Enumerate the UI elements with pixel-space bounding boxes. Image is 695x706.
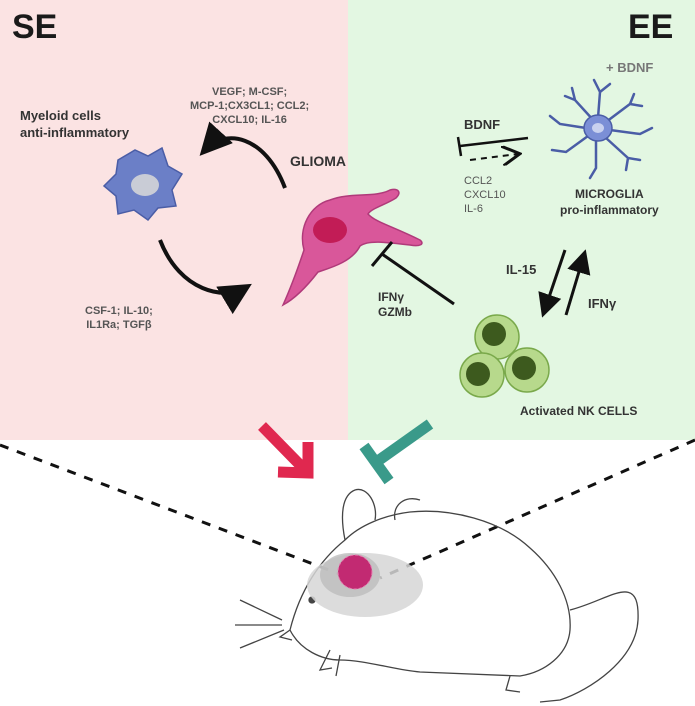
mouse-icon <box>235 488 639 703</box>
factor-line: IL-6 <box>464 203 483 215</box>
top-left-factors: VEGF; M-CSF; MCP-1;CX3CL1; CCL2; CXCL10;… <box>190 85 309 127</box>
nk-cell-icon <box>459 314 550 398</box>
factor-line: CCL2 <box>464 175 493 187</box>
myeloid-label-line2: anti-inflammatory <box>20 125 130 140</box>
myeloid-label: Myeloid cells anti-inflammatory <box>20 107 129 141</box>
bdnf-condition-label: + BDNF <box>606 60 654 75</box>
factor-line: MCP-1;CX3CL1; CCL2; <box>190 100 310 112</box>
factor-line: VEGF; M-CSF; <box>212 86 288 98</box>
zoom-line-left <box>0 443 351 580</box>
inhibit-symbol <box>359 419 434 485</box>
nk-inhibition <box>370 241 455 306</box>
promote-arrow <box>258 422 314 479</box>
tumor-icon <box>337 554 373 590</box>
arrow-ifng-up <box>564 249 591 316</box>
myeloid-label-line1: Myeloid cells <box>20 108 101 123</box>
se-panel <box>0 0 348 440</box>
factor-line: IL1Ra; TGFβ <box>86 319 152 331</box>
factor-line: IFNγ <box>378 290 405 304</box>
microglia-label-line2: pro-inflammatory <box>560 203 659 217</box>
arrow-glioma-to-myeloid <box>199 121 287 189</box>
arrow-il15 <box>538 249 567 318</box>
nk-cells-label: Activated NK CELLS <box>520 404 638 418</box>
myeloid-cell-icon <box>102 146 184 222</box>
microglia-label-line1: MICROGLIA <box>575 187 644 201</box>
bottom-left-factors: CSF-1; IL-10; IL1Ra; TGFβ <box>85 304 153 332</box>
bdnf-inhibition <box>456 136 529 160</box>
ifng-label: IFNγ <box>588 296 617 311</box>
factor-line: CXCL10; IL-16 <box>212 114 287 126</box>
factor-line: GZMb <box>378 305 412 319</box>
nk-secreted-factors: IFNγ GZMb <box>378 290 412 320</box>
glioma-cell-icon <box>281 188 423 307</box>
glioma-label: GLIOMA <box>290 153 346 169</box>
factor-line: CSF-1; IL-10; <box>85 305 153 317</box>
bdnf-label: BDNF <box>464 117 501 132</box>
il15-label: IL-15 <box>506 262 537 277</box>
microglia-label: MICROGLIA pro-inflammatory <box>560 186 659 218</box>
arrow-myeloid-to-glioma <box>158 239 252 315</box>
zoom-line-right <box>379 438 695 580</box>
factor-line: CXCL10 <box>464 189 506 201</box>
microglia-secreted-factors: CCL2 CXCL10 IL-6 <box>464 174 506 216</box>
ee-label: EE <box>628 8 674 46</box>
microglia-icon <box>548 78 654 180</box>
se-label: SE <box>12 8 58 46</box>
